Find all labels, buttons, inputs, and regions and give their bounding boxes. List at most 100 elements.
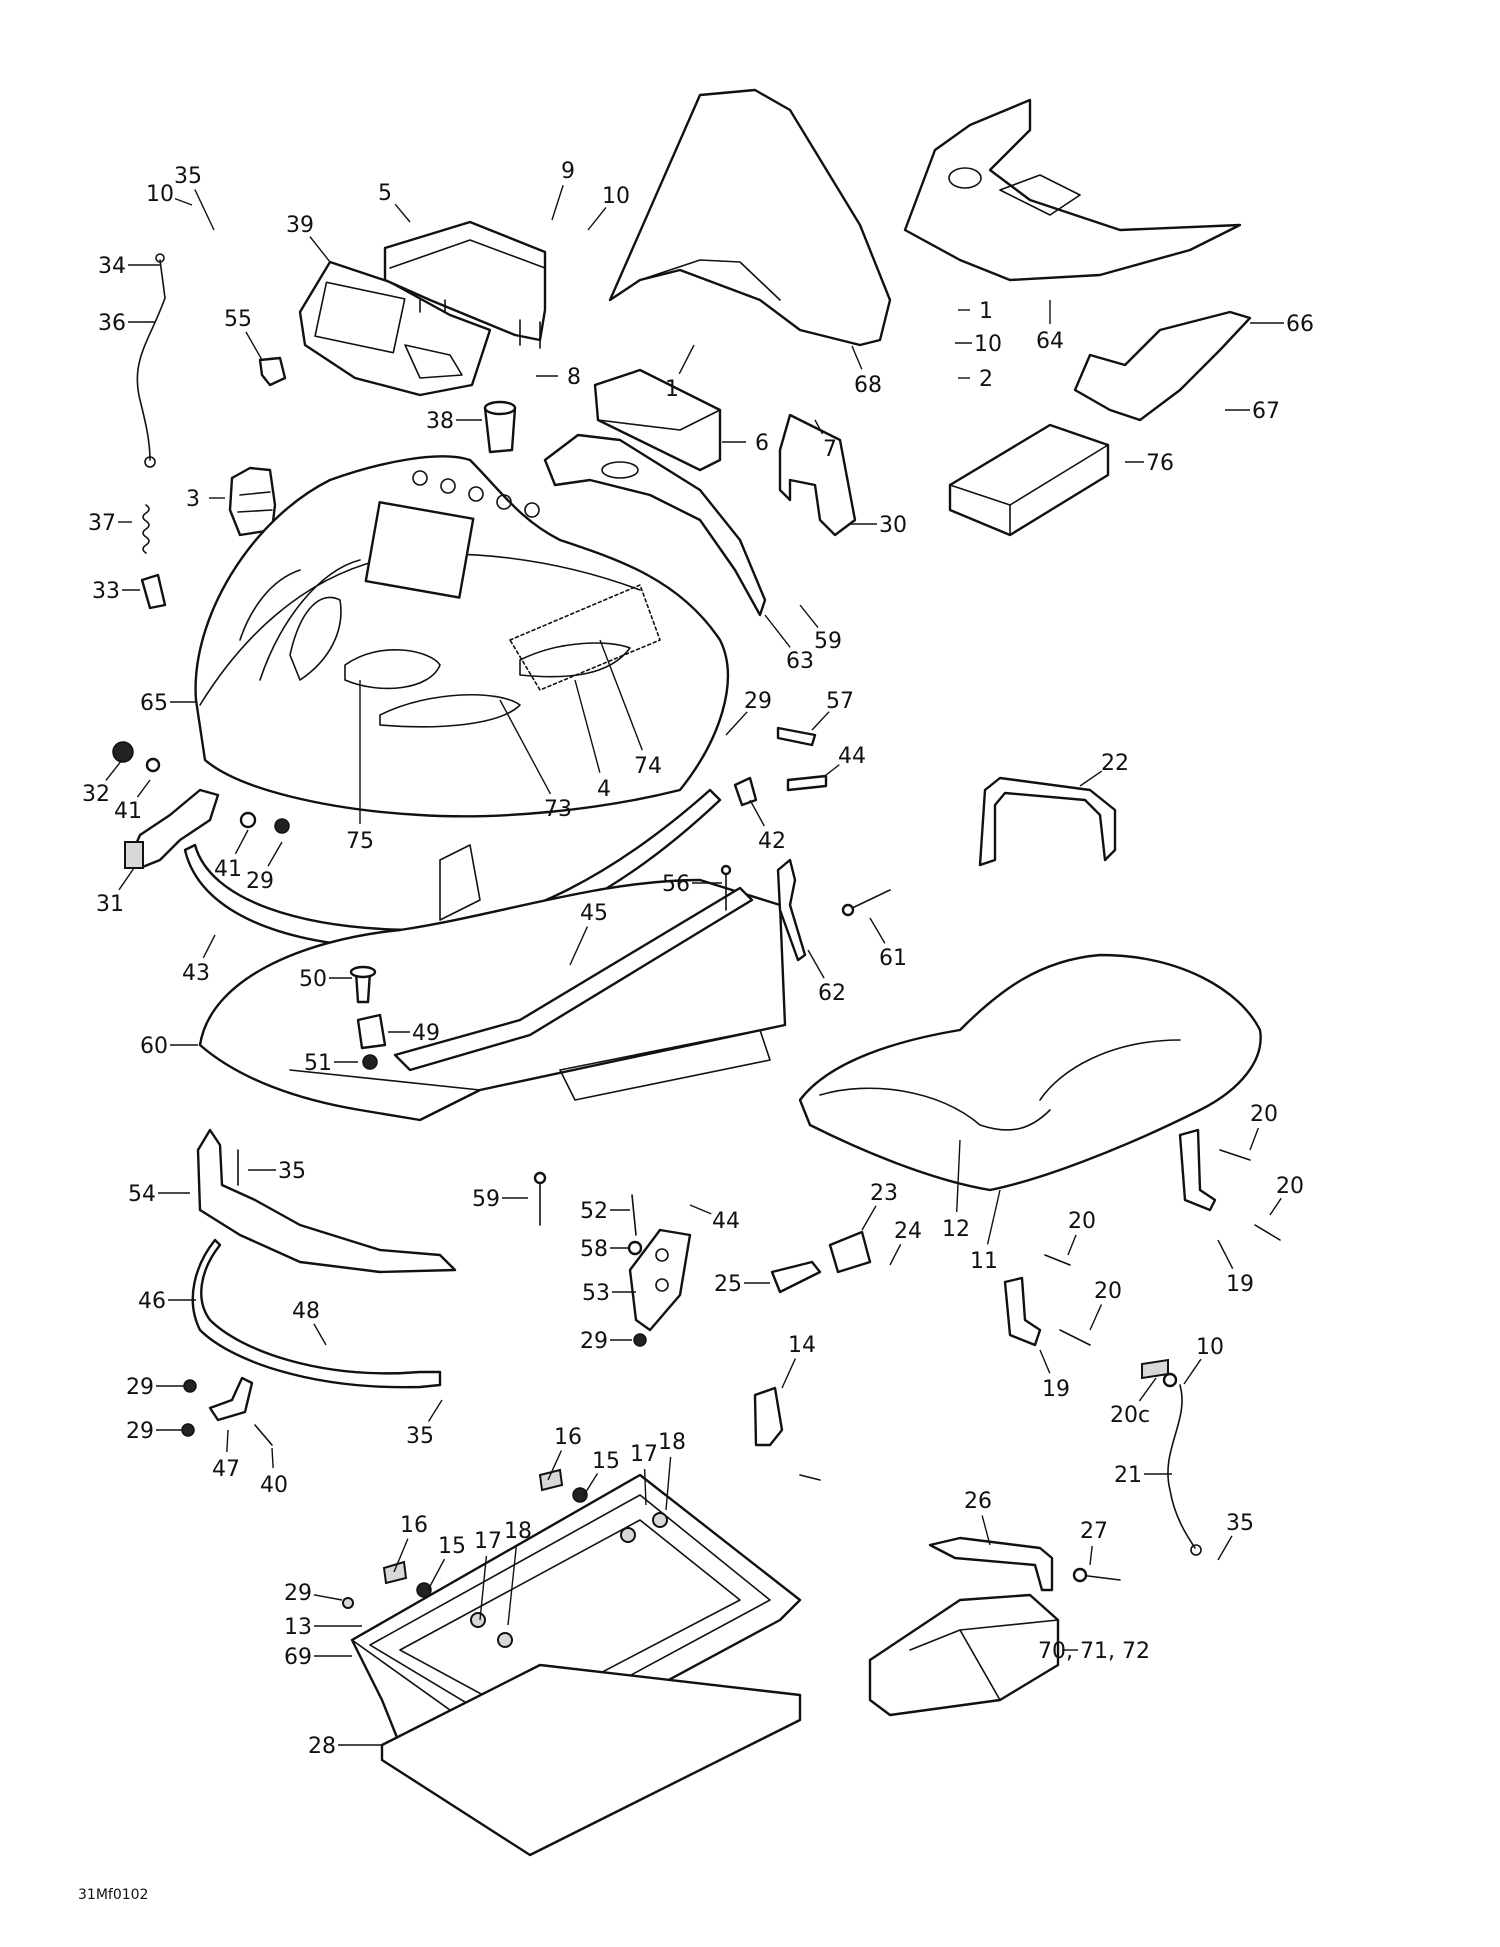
callout-c-47: 47 [212,1457,240,1482]
bracket-42-part [733,776,758,807]
callout-c-20-a: 20 [1250,1102,1278,1127]
callout-c-61: 61 [879,946,907,971]
callout-c-14: 14 [788,1333,816,1358]
callout-c-17-a: 17 [630,1442,658,1467]
part-drawings [112,88,1281,1857]
callout-c-23: 23 [870,1181,898,1206]
leader-line-c-16-b [393,1538,409,1573]
callout-c-37: 37 [88,511,116,536]
leader-line-c-20-d [1089,1304,1103,1331]
callout-c-19-b: 19 [1042,1377,1070,1402]
rail-46-part [191,1238,442,1389]
callout-c-30: 30 [879,513,907,538]
callout-c-35-b: 35 [278,1159,306,1184]
leader-line-c-39 [309,236,331,263]
leader-line-c-18-b [507,1545,518,1626]
callout-c-16-b: 16 [400,1513,428,1538]
leader-line-c-20-b [1269,1197,1282,1216]
callout-c-42: 42 [758,829,786,854]
seat-part [798,953,1262,1192]
callout-c-54: 54 [128,1182,156,1207]
leader-line-c-74 [599,639,643,751]
leader-line-c-19-a [1217,1239,1234,1270]
base-mat-part [380,1663,802,1857]
callout-c-35-a: 35 [174,164,202,189]
leader-line-c-14 [781,1358,797,1389]
belly-pan-part [198,878,787,1122]
leader-line-c-29-a [725,711,748,736]
leader-line-c-10-d [1183,1358,1202,1385]
cable-36-part [136,259,166,461]
callout-c-27: 27 [1080,1519,1108,1544]
clip-33-part [140,573,167,610]
callout-c-58: 58 [580,1237,608,1262]
callout-c-12: 12 [942,1217,970,1242]
windshield-part [608,88,892,347]
callout-c-44-a: 44 [838,744,866,769]
callout-c-76: 76 [1146,451,1174,476]
callout-c-60: 60 [140,1034,168,1059]
hinge-23-part [828,1230,872,1274]
callout-c-38: 38 [426,409,454,434]
leader-line-c-17-a [643,1468,647,1506]
leader-line-c-45 [569,926,589,966]
leader-line-c-5 [394,203,411,223]
grab-handle-22-part [978,776,1117,867]
callout-c-68: 68 [854,373,882,398]
callout-c-3: 3 [186,487,200,512]
callout-c-48: 48 [292,1299,320,1324]
callout-c-19-a: 19 [1226,1272,1254,1297]
leader-line-c-55 [245,331,263,361]
leader-line-c-35-a [194,189,215,231]
callout-c-53: 53 [582,1281,610,1306]
leader-line-c-15-a [583,1473,599,1496]
callout-c-5: 5 [378,181,392,206]
leader-line-c-18-a [665,1456,672,1511]
leader-line-c-7 [814,419,824,435]
callout-c-29-f: 29 [284,1581,312,1606]
callout-c-2: 2 [979,367,993,392]
leader-line-c-63 [764,614,791,648]
bracket-62-part [776,858,807,962]
screw-44-part [786,774,828,792]
leader-line-c-23 [861,1205,877,1231]
bracket-49-part [356,1013,387,1050]
spring-37-part [142,504,150,554]
callout-c-20c: 20c [1110,1403,1150,1428]
callout-c-4: 4 [597,777,611,802]
callout-c-69: 69 [284,1645,312,1670]
leader-line-c-61 [869,917,886,944]
rail-45-part [393,886,754,1072]
callout-c-39: 39 [286,213,314,238]
callout-c-22: 22 [1101,751,1129,776]
leader-line-c-20-a [1249,1127,1259,1151]
leader-line-c-26 [981,1515,991,1546]
callout-c-13: 13 [284,1615,312,1640]
callout-c-28: 28 [308,1734,336,1759]
callout-c-20-b: 20 [1276,1174,1304,1199]
leader-line-c-43 [202,934,216,959]
callout-c-1-b: 1 [979,299,993,324]
callout-c-40: 40 [260,1473,288,1498]
leader-line-c-41-b [234,829,249,855]
leader-line-c-57 [811,711,830,731]
leader-line-c-22 [1079,770,1103,787]
callout-c-44-b: 44 [712,1209,740,1234]
callout-c-6: 6 [755,431,769,456]
bumper-strip-43-part [183,788,722,950]
leader-line-c-47 [226,1429,229,1453]
callout-c-1-a: 1 [665,377,679,402]
leader-line-c-35-c [427,1399,443,1422]
callout-c-55: 55 [224,307,252,332]
cable-21-part [1167,1384,1196,1549]
callout-c-20-d: 20 [1094,1279,1122,1304]
leader-line-c-1-a [678,344,695,375]
callout-c-65: 65 [140,691,168,716]
leader-line-c-32 [105,759,123,781]
callout-c-9: 9 [561,159,575,184]
callout-c-8: 8 [567,365,581,390]
leader-line-c-19-b [1039,1349,1051,1374]
callout-c-57: 57 [826,689,854,714]
callout-c-18-a: 18 [658,1430,686,1455]
